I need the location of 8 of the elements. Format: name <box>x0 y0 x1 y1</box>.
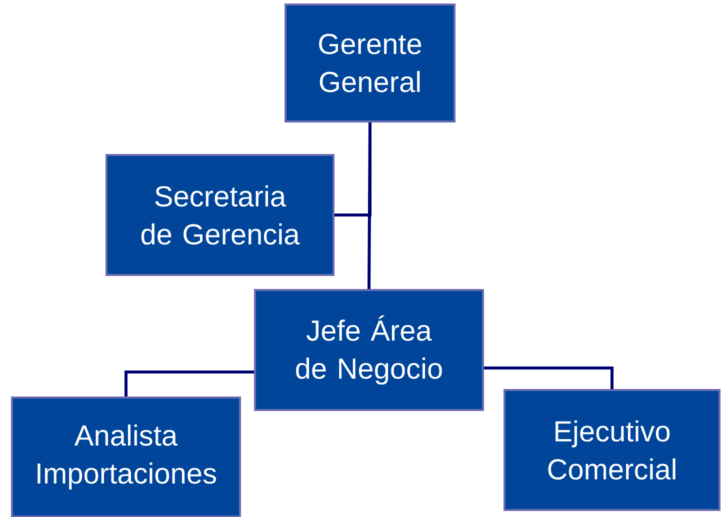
connector-line <box>124 370 254 396</box>
connector-line <box>484 366 614 389</box>
org-box: Analista Importaciones <box>11 396 241 517</box>
connector-line <box>334 122 372 216</box>
org-box: Secretaria de Gerencia <box>106 154 334 276</box>
org-box: Jefe Área de Negocio <box>254 289 484 411</box>
org-box: Gerente General <box>284 4 456 122</box>
org-box: Ejecutivo Comercial <box>504 389 720 511</box>
